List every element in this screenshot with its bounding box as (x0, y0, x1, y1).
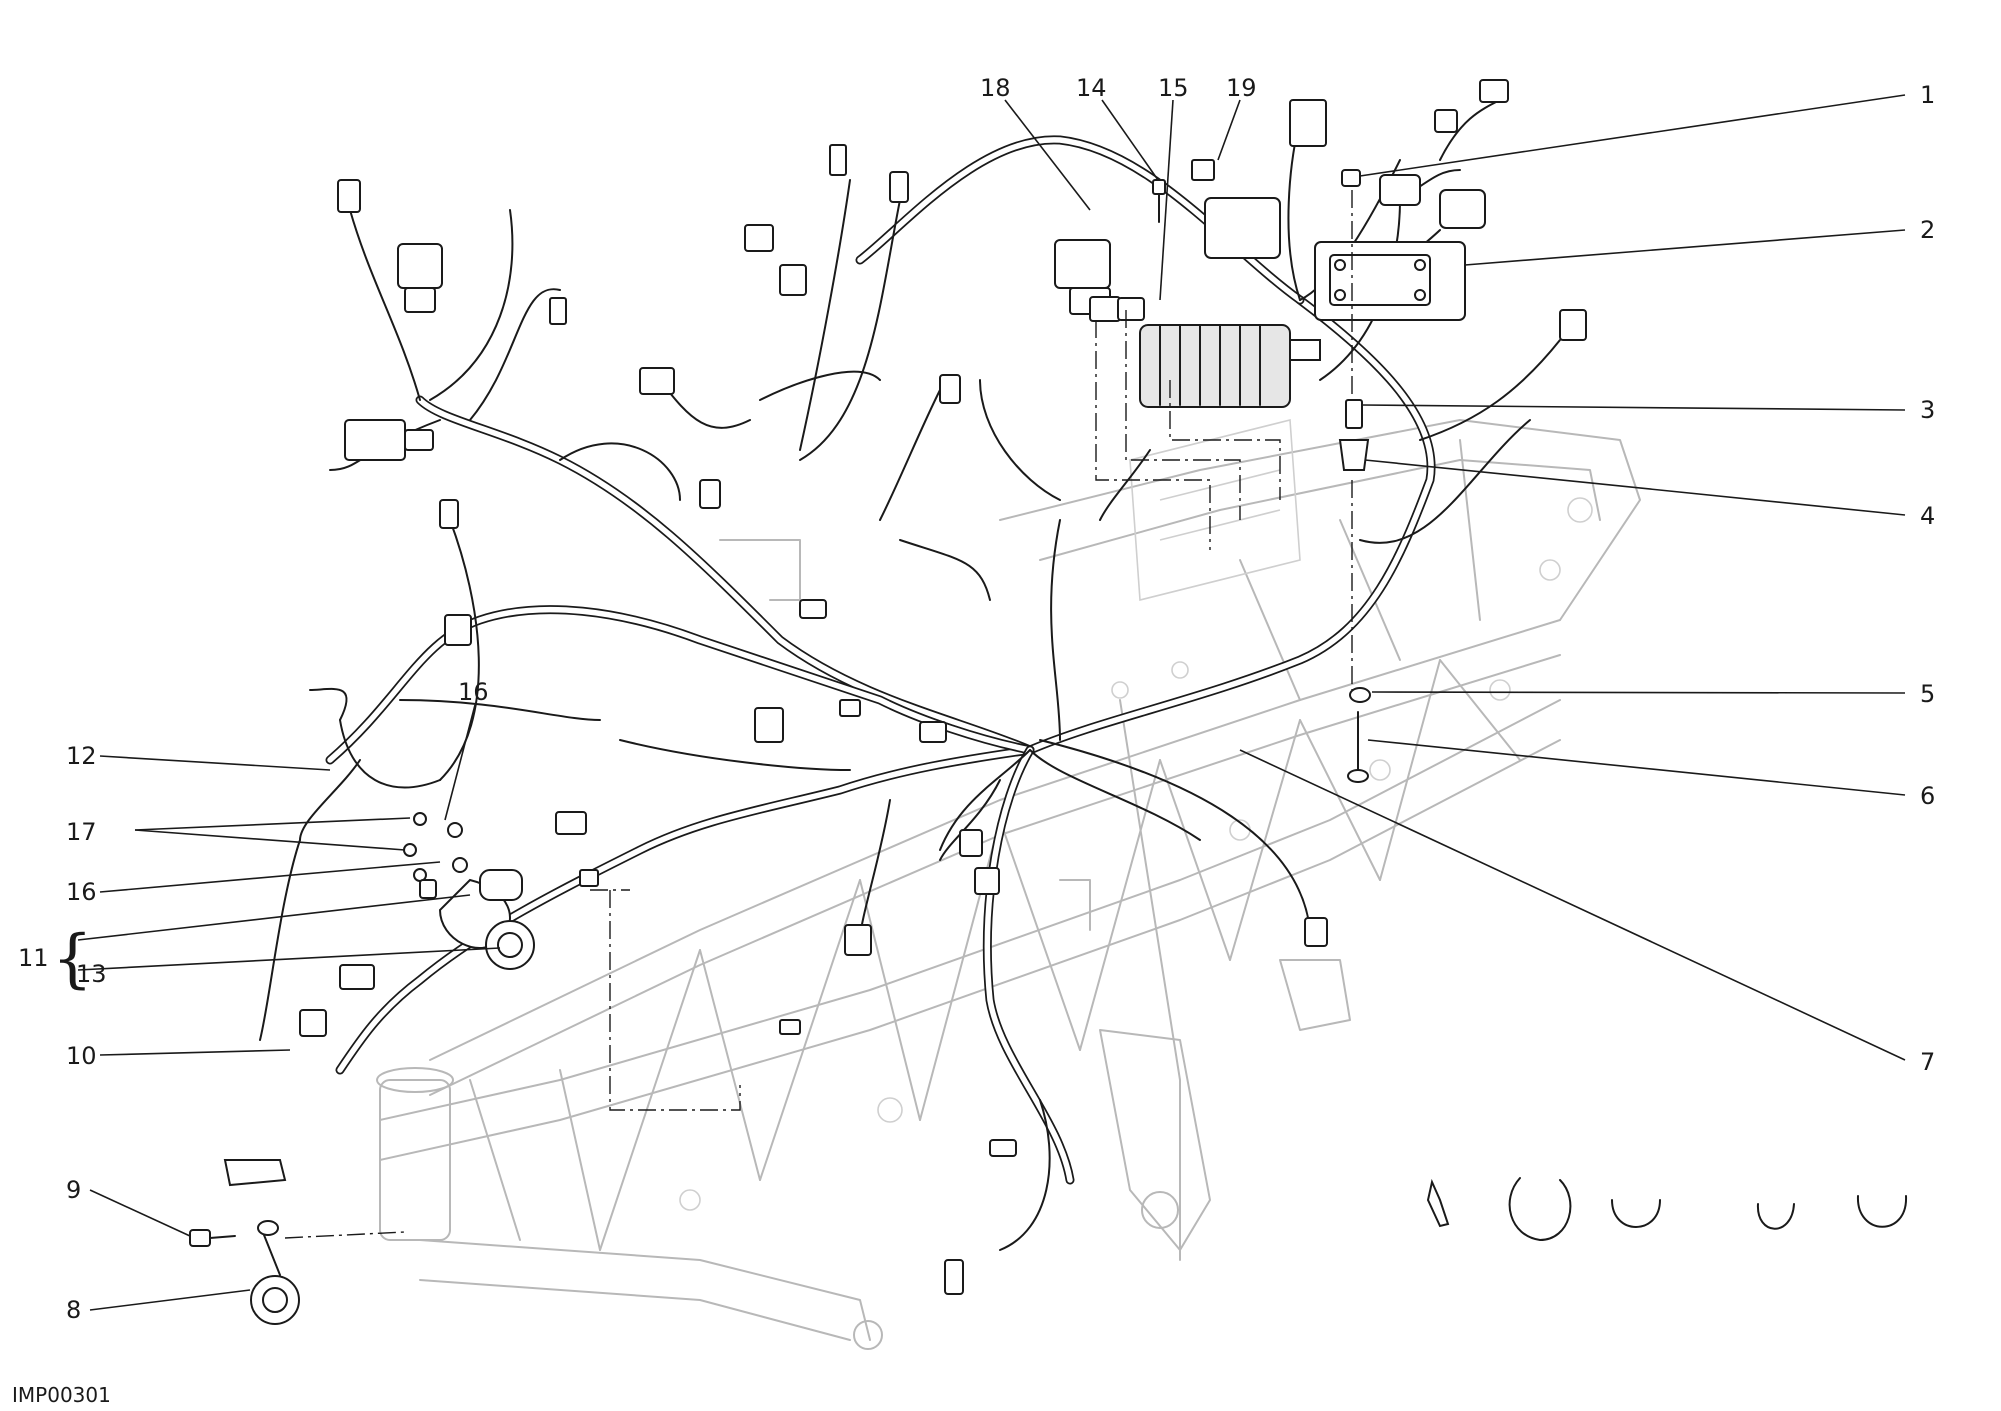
callout-4: 4 (1920, 502, 1935, 530)
reference-lines (284, 190, 1353, 1239)
callout-5: 5 (1920, 680, 1935, 708)
cable-clips (1426, 1177, 1908, 1242)
drawing-code: IMP00301 (12, 1383, 111, 1407)
leader-lines (77, 94, 1906, 1311)
callout-11: 11 (18, 944, 49, 972)
callout-15: 15 (1158, 74, 1189, 102)
callout-8: 8 (66, 1296, 81, 1324)
left-components (189, 812, 535, 1325)
callout-18: 18 (980, 74, 1011, 102)
mounting-stack (1338, 169, 1371, 783)
callout-12: 12 (66, 742, 97, 770)
callout-16-top: 16 (458, 678, 489, 706)
screw-14 (1152, 179, 1166, 223)
callout-1: 1 (1920, 81, 1935, 109)
voltage-regulator (1139, 324, 1321, 408)
callout-19: 19 (1226, 74, 1257, 102)
callout-9: 9 (66, 1176, 81, 1204)
relay-and-fusebox (1054, 159, 1281, 322)
callout-14: 14 (1076, 74, 1107, 102)
callout-3: 3 (1920, 396, 1935, 424)
callout-labels: 1 2 3 4 5 6 7 8 9 10 11 { 12 13 14 15 16… (12, 74, 1935, 1407)
callout-13: 13 (76, 960, 107, 988)
harness-connectors (223, 79, 1587, 1295)
callout-2: 2 (1920, 216, 1935, 244)
callout-16-bottom: 16 (66, 878, 97, 906)
main-wiring-harness (325, 135, 1436, 1185)
callout-6: 6 (1920, 782, 1935, 810)
callout-17: 17 (66, 818, 97, 846)
control-unit (1314, 174, 1486, 321)
callout-7: 7 (1920, 1048, 1935, 1076)
callout-11-brace: { (52, 922, 93, 996)
callout-10: 10 (66, 1042, 97, 1070)
